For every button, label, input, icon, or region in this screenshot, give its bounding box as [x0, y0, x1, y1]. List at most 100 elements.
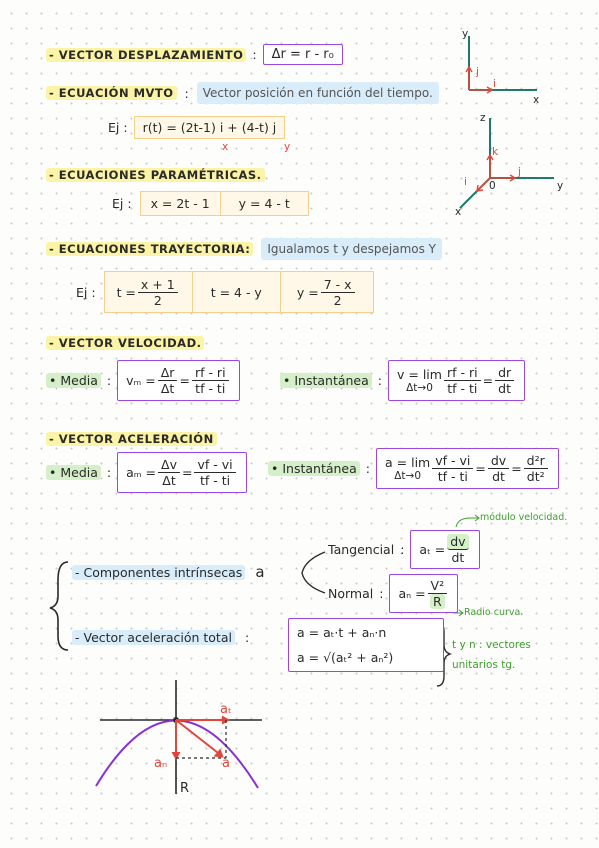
section-trayectoria: - ECUACIONES TRAYECTORIA: Igualamos t y … [46, 238, 443, 260]
colon: : [184, 85, 189, 101]
numerator: 7 - x [320, 277, 355, 293]
unit-i-3d-head [476, 184, 484, 192]
equals: = [475, 461, 486, 476]
equation-vector-total: a = aₜ·t + aₙ·n [297, 625, 387, 640]
label-3d-y: y [557, 180, 564, 192]
denominator: R [429, 594, 445, 609]
limit: a = lim Δt→0 [385, 455, 430, 482]
denominator: Δt [162, 473, 176, 488]
label-3d-x: x [455, 206, 462, 218]
equation-t-from-y: t = 4 - y [193, 272, 281, 312]
unit-j-3d-head [509, 174, 517, 182]
formula-posicion: r(t) = (2t-1) i + (4-t) j [133, 116, 286, 139]
label-2d-y: y [462, 28, 469, 40]
equals: = [511, 461, 522, 476]
denominator: dt [451, 550, 465, 565]
acceleration-diagram [95, 680, 262, 794]
numerator: dv [447, 534, 469, 550]
label-2d-j: j [476, 66, 479, 78]
label-x-component: x [222, 141, 229, 153]
aceleracion-total: - Vector aceleración total : [72, 630, 249, 645]
denominator: dt [498, 381, 512, 396]
numerator: x + 1 [137, 277, 178, 293]
colon: : [379, 586, 384, 601]
example-prefix: Ej : [112, 196, 132, 211]
denominator: tf - ti [199, 473, 231, 488]
lhs: a = lim [385, 455, 431, 470]
label-normal: Normal [328, 586, 374, 601]
limit-subscript: Δt→0 [406, 382, 433, 394]
numerator: d²r [523, 453, 548, 469]
parametric-equations-box: x = 2t - 1 y = 4 - t [139, 191, 309, 216]
equation-y: y = 4 - t [238, 196, 290, 211]
symbol-a: a [255, 563, 265, 581]
label-y-component: y [284, 141, 291, 153]
modulo-note-arrow [455, 517, 478, 528]
label-3d-origin: 0 [489, 180, 496, 192]
label-R: R [180, 781, 190, 796]
equation-modulo-total: a = √(aₜ² + aₙ²) [297, 650, 394, 665]
arrow-a [175, 719, 223, 757]
axes-2d [465, 36, 537, 94]
numerator: vf - vi [194, 457, 236, 473]
example-prefix: Ej : [76, 284, 96, 300]
example-ecuacion: Ej : r(t) = (2t-1) i + (4-t) j [108, 116, 286, 139]
equals: = [482, 373, 494, 388]
example-parametricas: Ej : x = 2t - 1 y = 4 - t [112, 191, 309, 216]
radio-note-arrowhead [458, 609, 464, 617]
formula-desplazamiento: Δr = r - r₀ [262, 44, 343, 65]
section-parametricas: - ECUACIONES PARAMÉTRICAS. [46, 164, 265, 183]
numerator: rf - ri [443, 365, 481, 381]
modulo-note-arrowhead [474, 514, 480, 522]
numerator: dv [487, 453, 510, 469]
section-velocidad: - VECTOR VELOCIDAD. [46, 332, 205, 351]
denominator: Δt [160, 381, 175, 396]
label-an: aₙ [154, 756, 168, 771]
colon: : [244, 630, 250, 645]
label-3d-z: z [480, 112, 486, 124]
label-at: aₜ [220, 702, 232, 717]
arrowhead-a [213, 748, 224, 758]
label-a: a [222, 756, 230, 771]
unit-i-head [486, 86, 494, 94]
label-aceleracion-total: - Vector aceleración total [72, 630, 235, 645]
lhs: vₘ = [126, 373, 156, 388]
equation-x: x = 2t - 1 [141, 192, 221, 215]
label-tangencial: Tangencial [328, 542, 395, 557]
lhs: y = [296, 284, 319, 300]
section-desplazamiento: - VECTOR DESPLAZAMIENTO : Δr = r - r₀ [46, 44, 343, 65]
lhs: aₜ = [419, 542, 446, 557]
unit-k-head [486, 153, 494, 161]
numerator: rf - ri [191, 365, 229, 381]
unit-j-head [465, 65, 473, 73]
colon: : [400, 542, 405, 557]
numerator: Δr [157, 365, 178, 381]
colon: : [252, 47, 257, 62]
denominator: tf - ti [195, 381, 226, 396]
colon: : [377, 373, 383, 388]
denominator: tf - ti [437, 469, 468, 484]
